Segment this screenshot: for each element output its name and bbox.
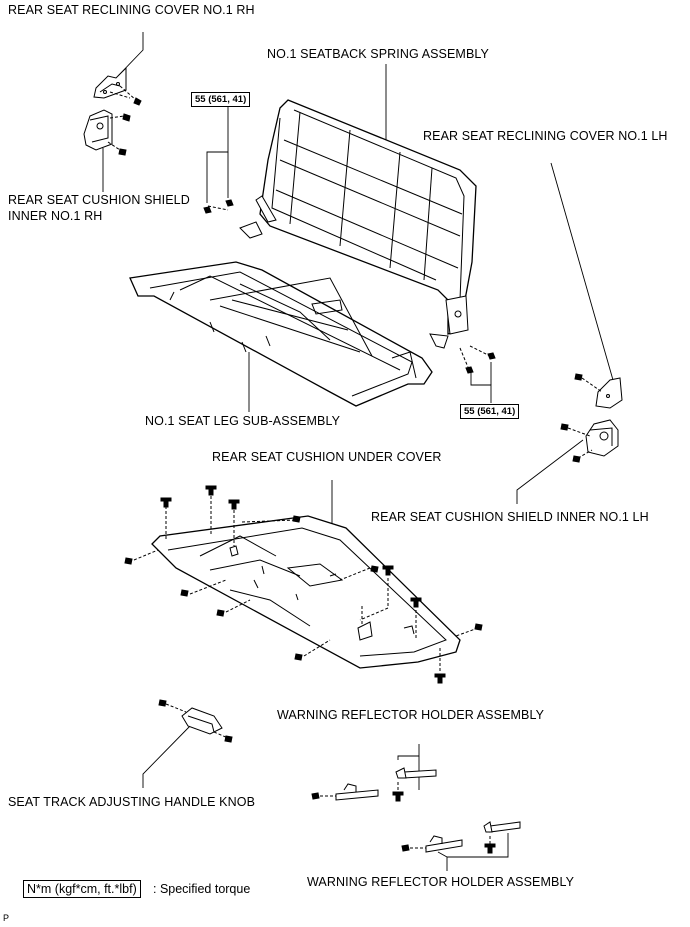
torque-spec-top: 55 (561, 41) (191, 92, 251, 107)
handle-knob-part (158, 699, 233, 743)
label-cushion-shield-lh: REAR SEAT CUSHION SHIELD INNER NO.1 LH (371, 510, 649, 524)
seatback-spring-frame (203, 99, 496, 374)
cushion-shield-rh-part (83, 109, 131, 156)
torque-spec-right: 55 (561, 41) (460, 404, 520, 419)
seat-leg-part (129, 261, 433, 407)
reclining-cover-lh-part (574, 373, 623, 409)
label-handle-knob: SEAT TRACK ADJUSTING HANDLE KNOB (8, 795, 256, 809)
label-reflector-holder-2: WARNING REFLECTOR HOLDER ASSEMBLY (307, 875, 575, 889)
reflector-holder-2-part (401, 821, 521, 854)
label-under-cover: REAR SEAT CUSHION UNDER COVER (212, 450, 442, 464)
label-cushion-shield-rh-line1: REAR SEAT CUSHION SHIELD (8, 193, 190, 207)
label-cushion-shield-rh-line2: INNER NO.1 RH (8, 209, 103, 223)
figure-id: P (3, 913, 10, 923)
cushion-shield-lh-part (560, 419, 619, 463)
legend-torque-text: : Specified torque (153, 882, 251, 896)
label-reclining-cover-lh: REAR SEAT RECLINING COVER NO.1 LH (423, 129, 668, 143)
reflector-holder-1-part (311, 767, 437, 802)
label-seat-leg: NO.1 SEAT LEG SUB-ASSEMBLY (145, 414, 341, 428)
legend-torque-unit: N*m (kgf*cm, ft.*lbf) (23, 880, 141, 898)
label-seatback-spring: NO.1 SEATBACK SPRING ASSEMBLY (267, 47, 489, 61)
label-reclining-cover-rh: REAR SEAT RECLINING COVER NO.1 RH (8, 3, 255, 17)
under-cover-part (124, 485, 483, 684)
label-reflector-holder-1: WARNING REFLECTOR HOLDER ASSEMBLY (277, 708, 545, 722)
reclining-cover-rh-part (93, 66, 142, 106)
